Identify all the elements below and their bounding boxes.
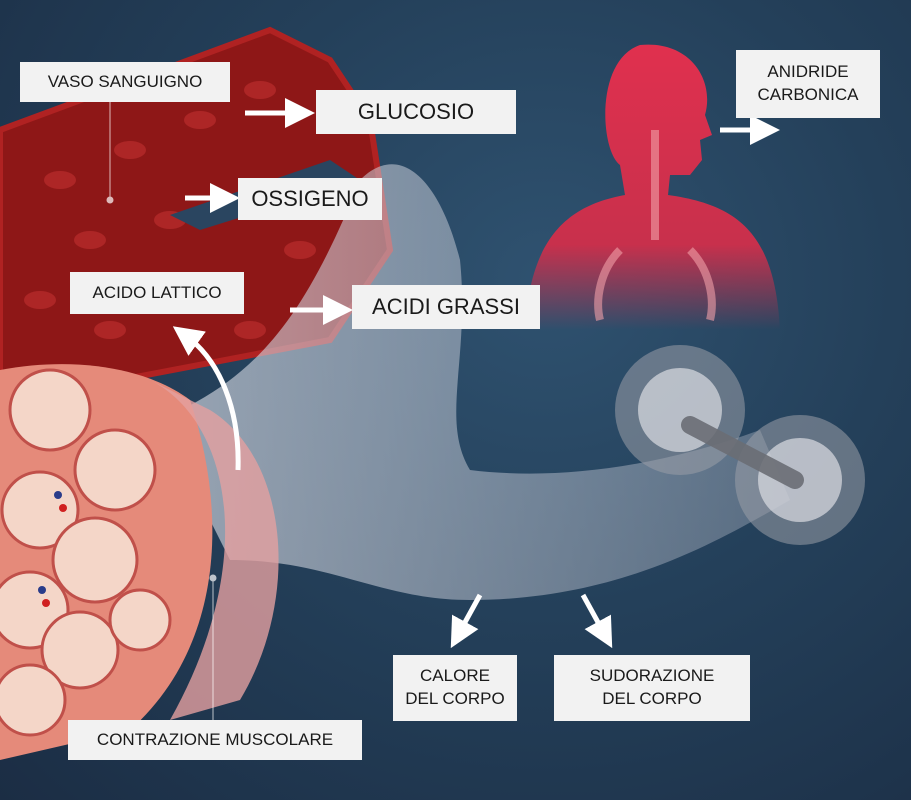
label-muscle-contraction: CONTRAZIONE MUSCOLARE	[68, 720, 362, 760]
label-oxygen: OSSIGENO	[238, 178, 382, 220]
label-text: SUDORAZIONE	[589, 666, 715, 686]
label-text: DEL CORPO	[405, 689, 505, 708]
label-text: CALORE	[420, 666, 490, 686]
label-text: CONTRAZIONE MUSCOLARE	[96, 729, 334, 749]
label-text: CARBONICA	[757, 85, 859, 104]
head-silhouette	[525, 44, 780, 330]
label-glucose: GLUCOSIO	[316, 90, 516, 134]
label-body-heat: CALORE DEL CORPO	[393, 655, 517, 721]
label-carbon-dioxide: ANIDRIDE CARBONICA	[736, 50, 880, 118]
arm	[160, 164, 790, 600]
dumbbell	[615, 345, 865, 545]
label-sweating: SUDORAZIONE DEL CORPO	[554, 655, 750, 721]
muscle-cross-section	[0, 364, 279, 760]
label-lactic-acid: ACIDO LATTICO	[70, 272, 244, 314]
arrows	[172, 98, 780, 649]
label-text: DEL CORPO	[602, 689, 702, 708]
label-text: ACIDO LATTICO	[92, 282, 222, 302]
label-text: GLUCOSIO	[357, 99, 475, 125]
label-text: OSSIGENO	[251, 186, 369, 212]
label-text: ANIDRIDE	[767, 62, 849, 82]
label-blood-vessel: VASO SANGUIGNO	[20, 62, 230, 102]
label-text: ACIDI GRASSI	[372, 294, 520, 320]
label-fatty-acids: ACIDI GRASSI	[352, 285, 540, 329]
leader-lines	[106, 100, 217, 720]
label-text: VASO SANGUIGNO	[47, 71, 203, 91]
